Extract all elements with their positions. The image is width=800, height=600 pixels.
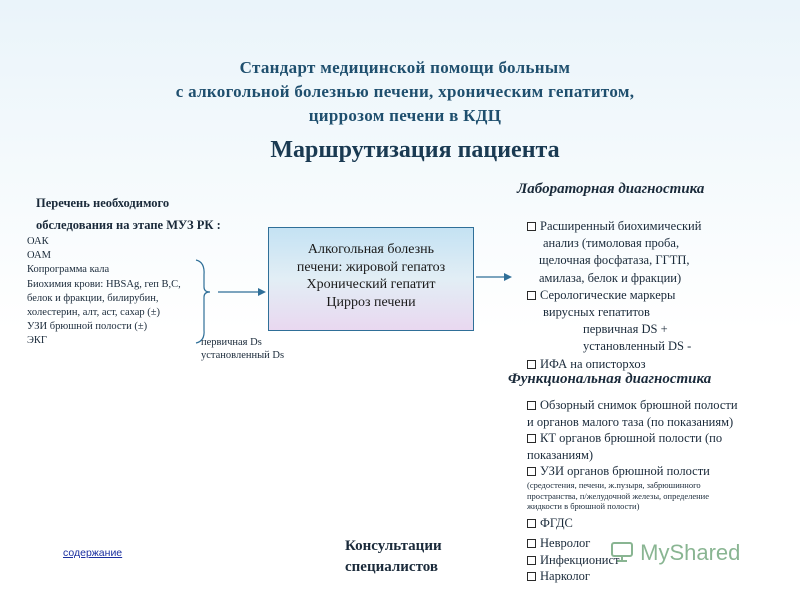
header-line-1: Стандарт медицинской помощи больным (239, 58, 571, 77)
diagnosis-box: Алкогольная болезнь печени: жировой гепа… (268, 227, 474, 331)
list-item: жидкости в брюшной полости) (527, 501, 640, 512)
functional-list: Обзорный снимок брюшной полости и органо… (527, 397, 738, 531)
list-item: установленный DS - (583, 339, 692, 354)
checkbox-bullet-icon (527, 434, 536, 444)
list-item: белок и фракции, билирубин, (27, 292, 159, 304)
diagnosis-line: печени: жировой гепатоз (296, 259, 446, 275)
left-brace (195, 259, 211, 344)
ds-note: первичная Ds установленный Ds (201, 337, 284, 362)
list-item: ФГДС (527, 515, 738, 532)
list-item: ИФА на описторхоз (527, 356, 701, 373)
list-item: вирусных гепатитов (543, 305, 650, 320)
exam-list-heading-2: обследования на этапе МУЗ РК : (36, 218, 221, 232)
checkbox-bullet-icon (527, 572, 536, 581)
list-item: УЗИ брюшной полости (±) (27, 321, 148, 333)
checkbox-bullet-icon (527, 555, 536, 565)
exam-list-heading-1: Перечень необходимого (36, 196, 170, 210)
list-item: Инфекционист (527, 552, 619, 569)
functional-section-title: Функциональная диагностика (508, 371, 712, 387)
list-item: КТ органов брюшной полости (по (527, 430, 738, 447)
consultations-title-line: специалистов (345, 559, 438, 575)
list-item: ЭКГ (27, 335, 48, 347)
exam-list: ОАК ОАМ Копрограмма кала Биохимия крови:… (27, 235, 181, 349)
lab-list: Расширенный биохимический анализ (тимоло… (527, 218, 701, 373)
list-item: показаниям) (527, 447, 594, 462)
ds-established: установленный Ds (201, 349, 285, 361)
list-item: щелочная фосфатаза, ГГТП, (539, 253, 690, 268)
diagnosis-line: Цирроз печени (326, 294, 416, 310)
page-title: Маршрутизация пациента (270, 137, 560, 163)
checkbox-bullet-icon (527, 401, 536, 410)
list-item: амилаза, белок и фракции) (539, 270, 682, 285)
arrowhead-icon (258, 288, 266, 296)
checkbox-bullet-icon (527, 518, 536, 528)
diagnosis-line: Алкогольная болезнь (307, 242, 435, 257)
header-line-3: циррозом печени в КДЦ (308, 106, 502, 125)
list-item: Серологические маркеры (527, 287, 701, 304)
list-item: Обзорный снимок брюшной полости (527, 397, 738, 414)
checkbox-bullet-icon (527, 290, 536, 300)
watermark-logo: MyShared (610, 540, 740, 566)
list-item: Нарколог (527, 568, 619, 585)
watermark-icon (611, 542, 633, 562)
contents-link[interactable]: содержание (63, 547, 123, 559)
list-item: Невролог (527, 535, 619, 552)
header-line-2: с алкогольной болезнью печени, хроническ… (175, 82, 635, 101)
list-item: ОАМ (27, 250, 51, 262)
list-item: УЗИ органов брюшной полости (527, 463, 738, 480)
list-item: Расширенный биохимический (527, 218, 701, 235)
consultations-list: Невролог Инфекционист Нарколог (527, 535, 619, 585)
consultations-title: Консультации специалистов (345, 536, 442, 578)
list-item: пространства, п/желудочной железы, опред… (527, 490, 709, 501)
lab-section-title: Лабораторная диагностика (517, 181, 705, 197)
ds-primary: первичная Ds (201, 337, 262, 348)
diagnosis-line: Хронический гепатит (306, 277, 436, 292)
list-item: (средостения, печени, ж.пузыря, забрюшин… (527, 479, 701, 490)
list-item: первичная DS + (583, 322, 668, 337)
watermark-text: MyShared (640, 540, 741, 565)
arrowhead-icon (504, 273, 512, 281)
list-item: ОАК (27, 236, 49, 247)
list-item: анализ (тимоловая проба, (543, 236, 680, 251)
checkbox-bullet-icon (527, 539, 536, 548)
list-item: Биохимия крови: HBSAg, геп В,С, (27, 278, 181, 290)
checkbox-bullet-icon (527, 359, 536, 369)
list-item: Копрограмма кала (27, 264, 110, 276)
checkbox-bullet-icon (527, 222, 536, 231)
list-item: и органов малого таза (по показаниям) (527, 414, 734, 429)
list-item: холестерин, алт, аст, сахар (±) (27, 307, 161, 319)
consultations-title-line: Консультации (345, 538, 442, 554)
checkbox-bullet-icon (527, 467, 536, 477)
